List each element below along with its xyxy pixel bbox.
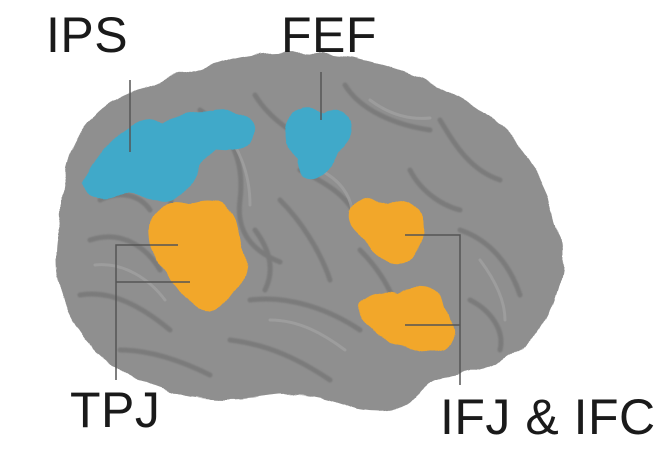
fef-label: FEF [281,10,377,60]
ips-label: IPS [46,10,128,60]
ifj-ifc-label: IFJ & IFC [440,392,656,442]
tpj-label: TPJ [70,385,160,435]
